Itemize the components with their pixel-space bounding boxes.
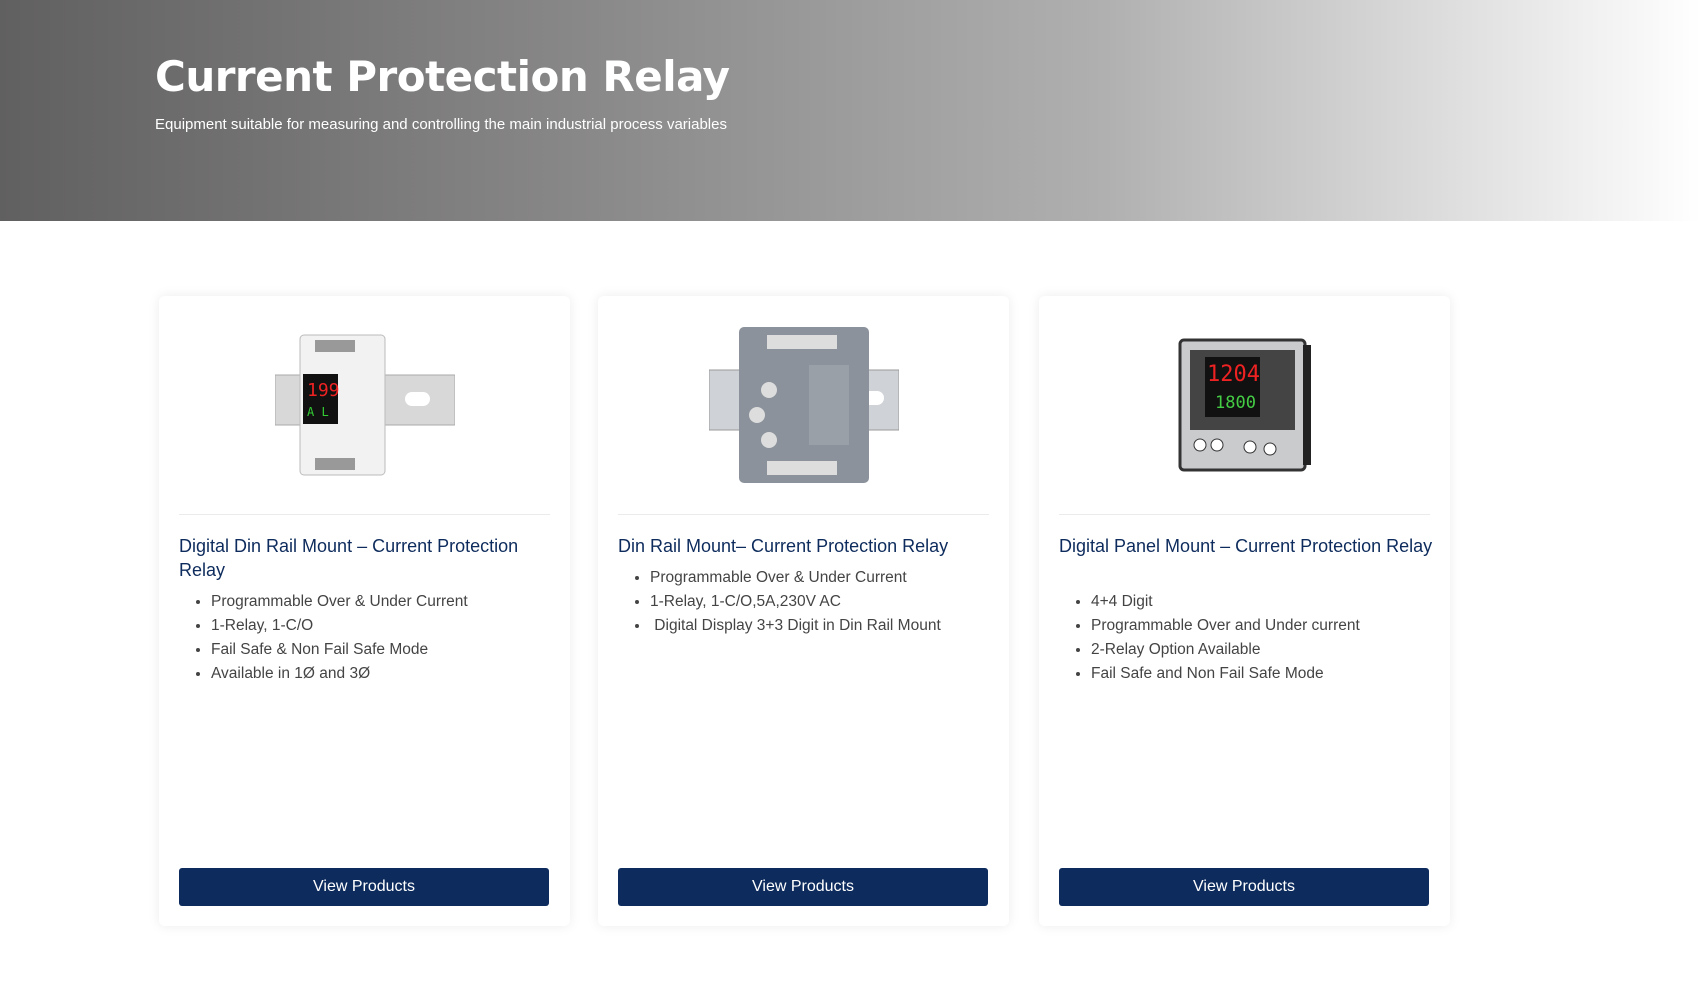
view-products-button[interactable]: View Products: [1059, 868, 1429, 906]
hero-banner: Current Protection Relay Equipment suita…: [0, 0, 1701, 221]
svg-text:199: 199: [307, 380, 340, 401]
feature-item: Digital Display 3+3 Digit in Din Rail Mo…: [650, 614, 990, 638]
svg-text:1800: 1800: [1215, 393, 1256, 413]
product-card: Din Rail Mount– Current Protection Relay…: [598, 296, 1009, 926]
din-rail-relay-image: 199 A L: [274, 334, 455, 476]
page-subtitle: Equipment suitable for measuring and con…: [155, 116, 727, 133]
card-title[interactable]: Digital Din Rail Mount – Current Protect…: [179, 536, 519, 580]
product-card: 199 A L Digital Din Rail Mount – Current…: [159, 296, 570, 926]
feature-item: Fail Safe & Non Fail Safe Mode: [211, 638, 551, 662]
product-card: 1204 1800 Digital Panel Mount – Current …: [1039, 296, 1450, 926]
feature-item: Fail Safe and Non Fail Safe Mode: [1091, 662, 1431, 686]
product-image[interactable]: 1204 1800: [1059, 296, 1430, 515]
feature-item: Available in 1Ø and 3Ø: [211, 662, 551, 686]
din-rail-relay-image: [708, 327, 899, 483]
view-products-button[interactable]: View Products: [179, 868, 549, 906]
card-title[interactable]: Digital Panel Mount – Current Protection…: [1059, 536, 1433, 556]
view-products-button[interactable]: View Products: [618, 868, 988, 906]
feature-item: Programmable Over & Under Current: [650, 566, 990, 590]
page-title: Current Protection Relay: [155, 52, 730, 101]
feature-item: 1-Relay, 1-C/O,5A,230V AC: [650, 590, 990, 614]
product-image[interactable]: 199 A L: [179, 296, 550, 515]
feature-list: Programmable Over & Under Current 1-Rela…: [650, 566, 990, 638]
feature-list: Programmable Over & Under Current 1-Rela…: [211, 590, 551, 686]
card-title[interactable]: Din Rail Mount– Current Protection Relay: [618, 536, 949, 556]
product-image[interactable]: [618, 296, 989, 515]
feature-item: Programmable Over & Under Current: [211, 590, 551, 614]
svg-text:A L: A L: [307, 405, 329, 419]
feature-item: 4+4 Digit: [1091, 590, 1431, 614]
feature-item: 1-Relay, 1-C/O: [211, 614, 551, 638]
feature-item: Programmable Over and Under current: [1091, 614, 1431, 638]
panel-mount-relay-image: 1204 1800: [1178, 338, 1311, 472]
svg-text:1204: 1204: [1207, 362, 1260, 387]
feature-list: 4+4 Digit Programmable Over and Under cu…: [1091, 590, 1431, 686]
feature-item: 2-Relay Option Available: [1091, 638, 1431, 662]
